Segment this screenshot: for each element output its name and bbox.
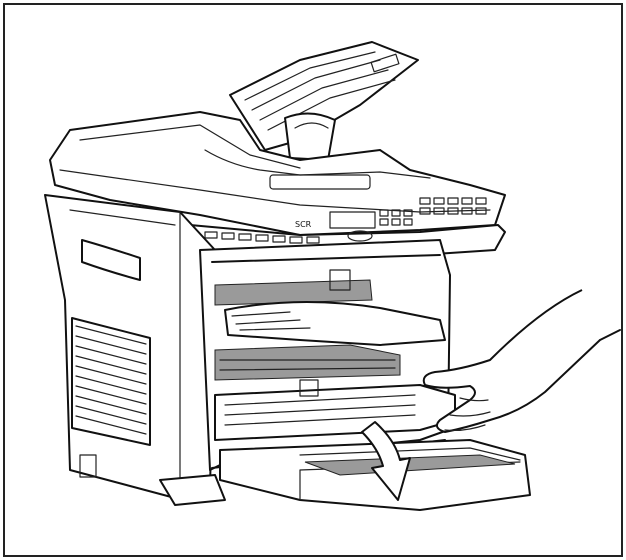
hand-icon — [422, 289, 621, 433]
hand-outline — [422, 289, 601, 433]
vent-grille — [71, 317, 151, 446]
tray-support — [284, 112, 336, 161]
power-switch — [79, 454, 97, 478]
scanner-lid — [49, 111, 506, 236]
brand-mark: SCR — [295, 220, 312, 229]
handle-recess — [81, 239, 141, 281]
printer-icon: SCR — [44, 41, 531, 511]
arrow-down-icon — [361, 421, 411, 501]
figure-border — [3, 3, 623, 557]
lcd-display — [329, 211, 376, 229]
removal-arrow — [361, 421, 411, 501]
document-slot — [269, 174, 371, 190]
paper-cassette — [219, 439, 531, 511]
internal-mechanism — [214, 269, 456, 441]
keypad-buttons — [204, 197, 487, 244]
output-tray — [229, 41, 419, 151]
printer-foot — [159, 474, 226, 506]
